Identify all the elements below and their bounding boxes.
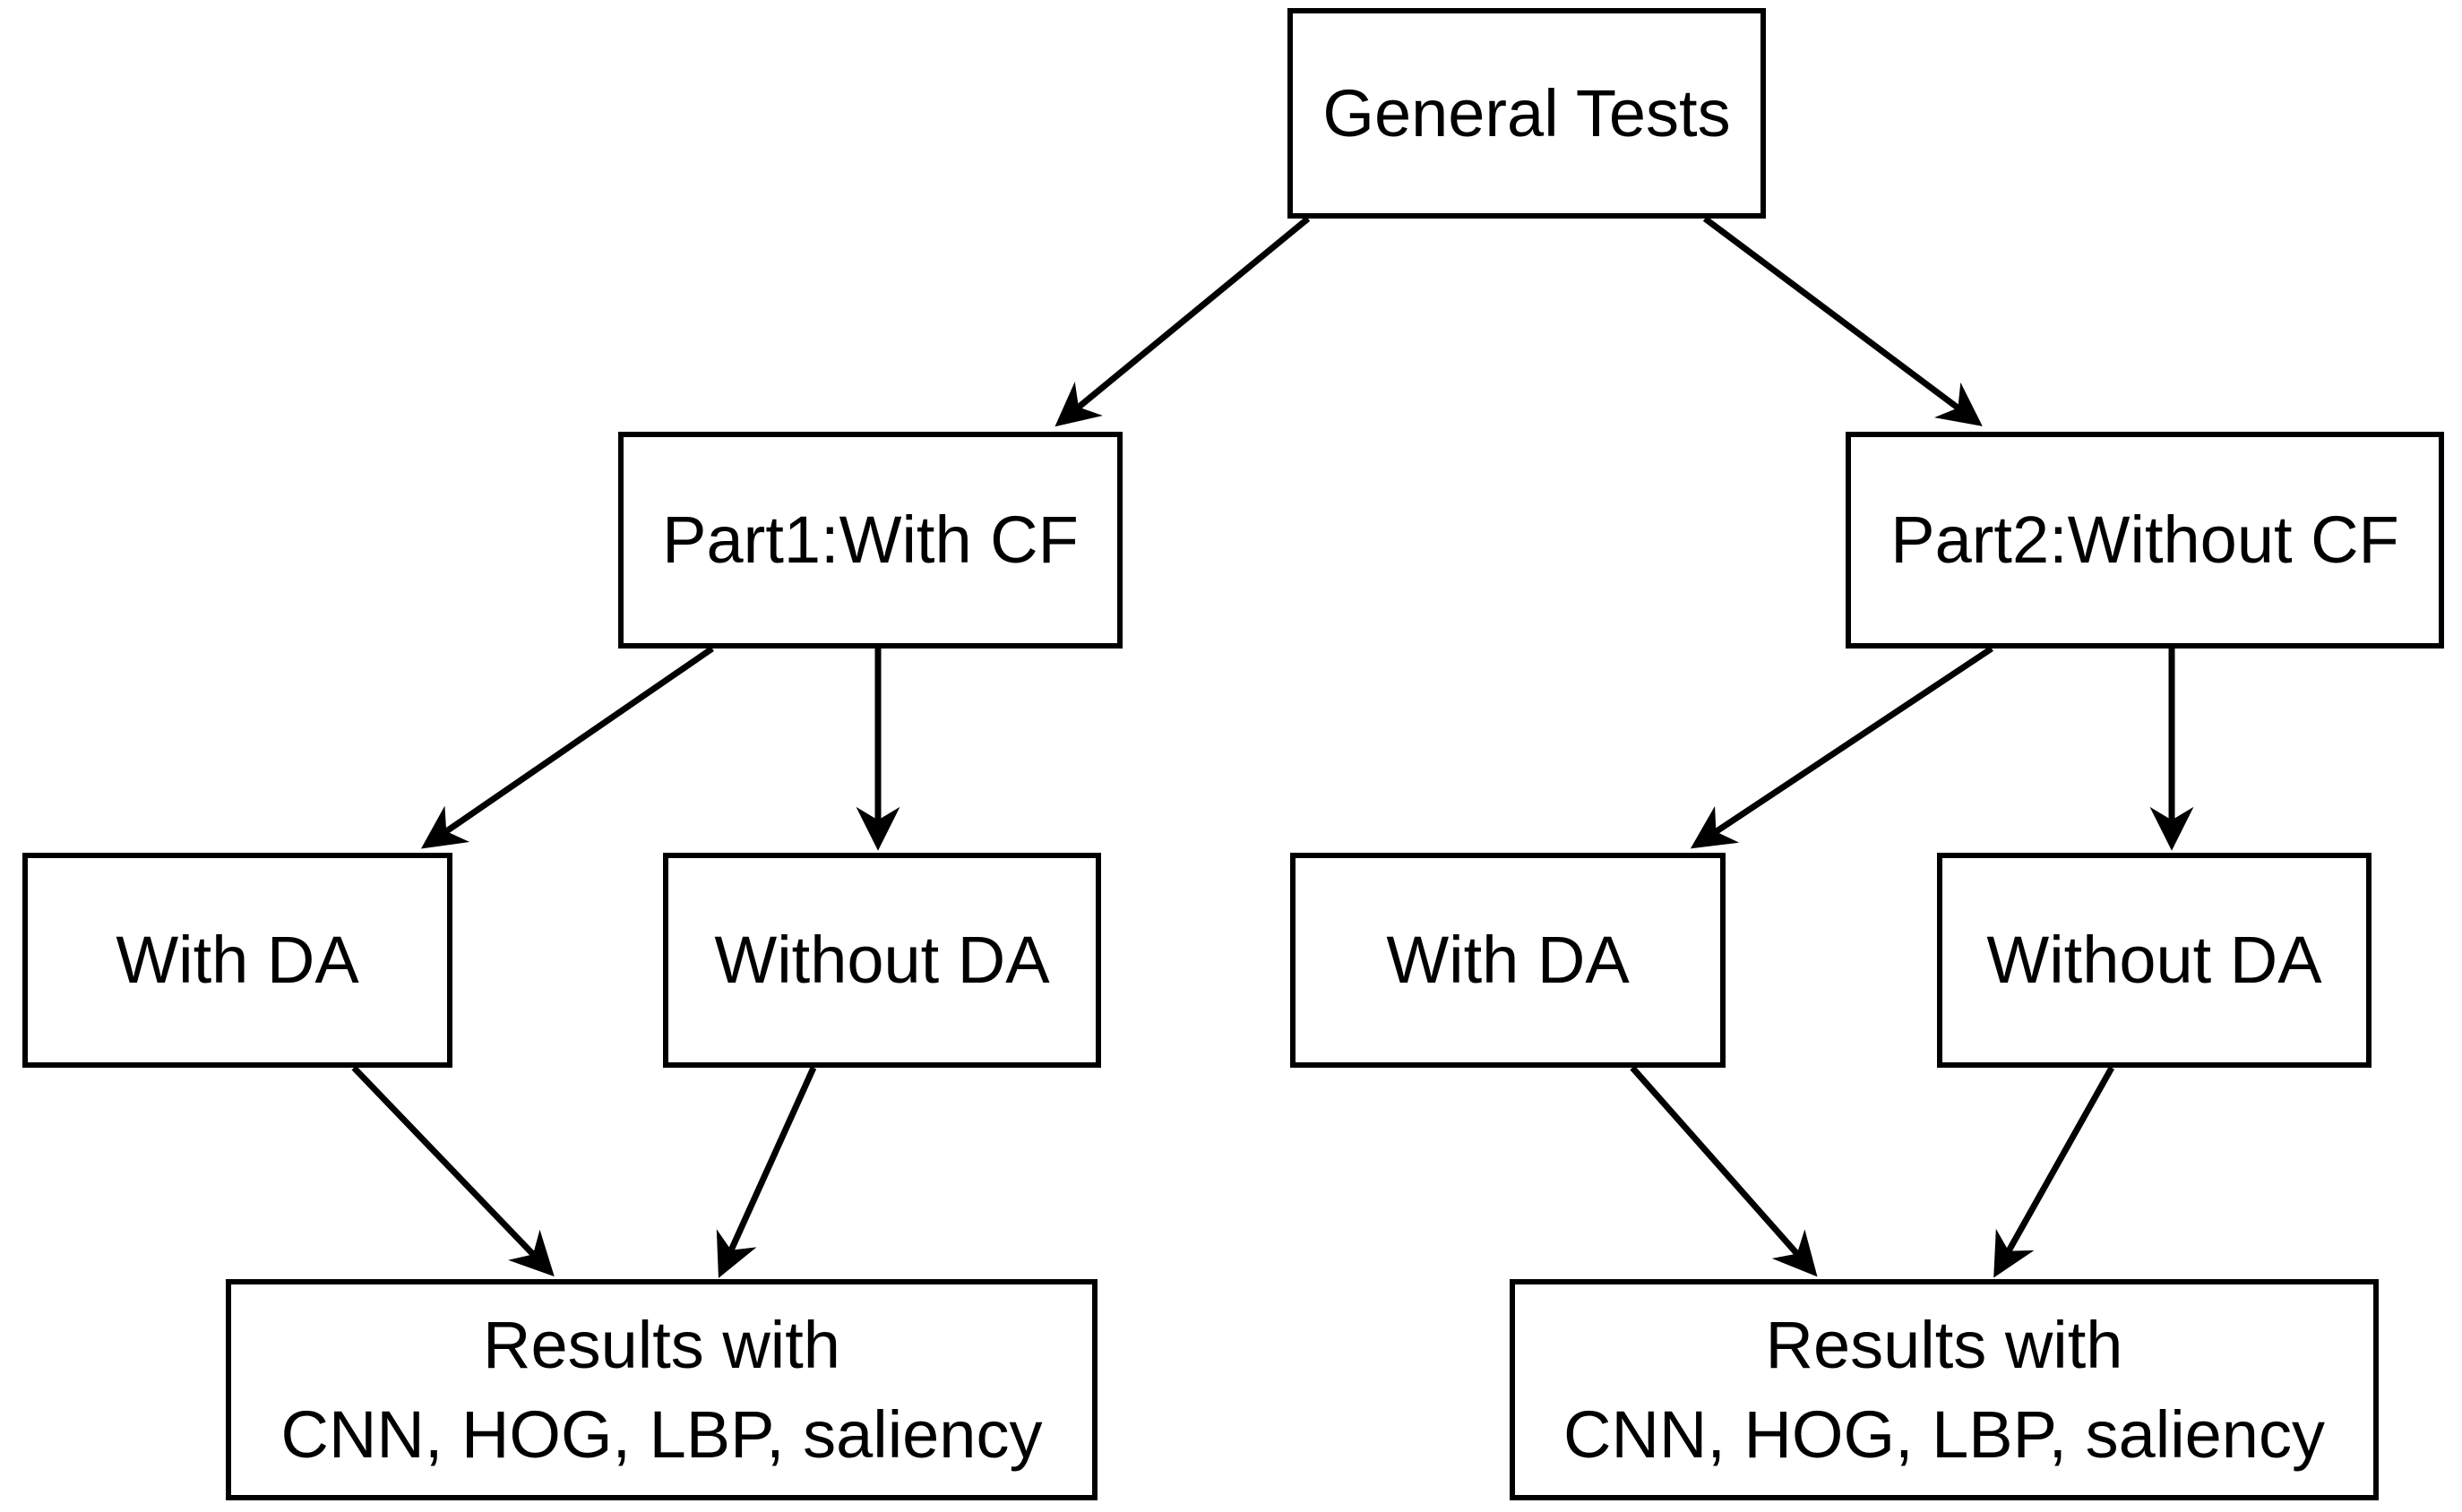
node-general-tests: General Tests <box>1287 8 1766 219</box>
node-results-right-line1: Results with <box>1765 1307 2123 1382</box>
node-results-right: Results with CNN, HOG, LBP, saliency <box>1510 1279 2379 1500</box>
node-general-tests-label: General Tests <box>1322 75 1731 150</box>
arrow-part2-to-with-da <box>1690 646 1993 849</box>
node-with-da-left: With DA <box>22 853 452 1068</box>
arrow-without-da-left-to-results <box>716 1066 817 1278</box>
node-without-da-left-label: Without DA <box>714 923 1050 997</box>
node-results-left: Results with CNN, HOG, LBP, saliency <box>226 1279 1098 1500</box>
arrow-part1-to-with-da <box>420 646 714 849</box>
node-results-right-line2: CNN, HOG, LBP, saliency <box>1563 1396 2325 1472</box>
node-part2-without-cf-label: Part2:Without CF <box>1890 503 2399 577</box>
node-without-da-right: Without DA <box>1937 853 2372 1068</box>
arrow-general-to-part2 <box>1702 216 1983 426</box>
node-without-da-left: Without DA <box>663 853 1101 1068</box>
arrow-without-da-right-to-results <box>1993 1066 2115 1278</box>
node-with-da-right: With DA <box>1290 853 1726 1068</box>
node-with-da-right-label: With DA <box>1386 923 1630 997</box>
node-part1-with-cf: Part1:With CF <box>618 432 1123 649</box>
arrow-general-to-part1 <box>1055 216 1311 427</box>
node-results-left-line2: CNN, HOG, LBP, saliency <box>280 1396 1043 1472</box>
arrow-with-da-left-to-results <box>351 1065 555 1277</box>
arrow-with-da-right-to-results <box>1630 1065 1818 1277</box>
node-with-da-left-label: With DA <box>116 923 359 997</box>
node-without-da-right-label: Without DA <box>1986 923 2322 997</box>
node-results-left-line1: Results with <box>483 1307 840 1382</box>
node-part2-without-cf: Part2:Without CF <box>1846 432 2444 649</box>
node-part1-with-cf-label: Part1:With CF <box>662 503 1079 577</box>
